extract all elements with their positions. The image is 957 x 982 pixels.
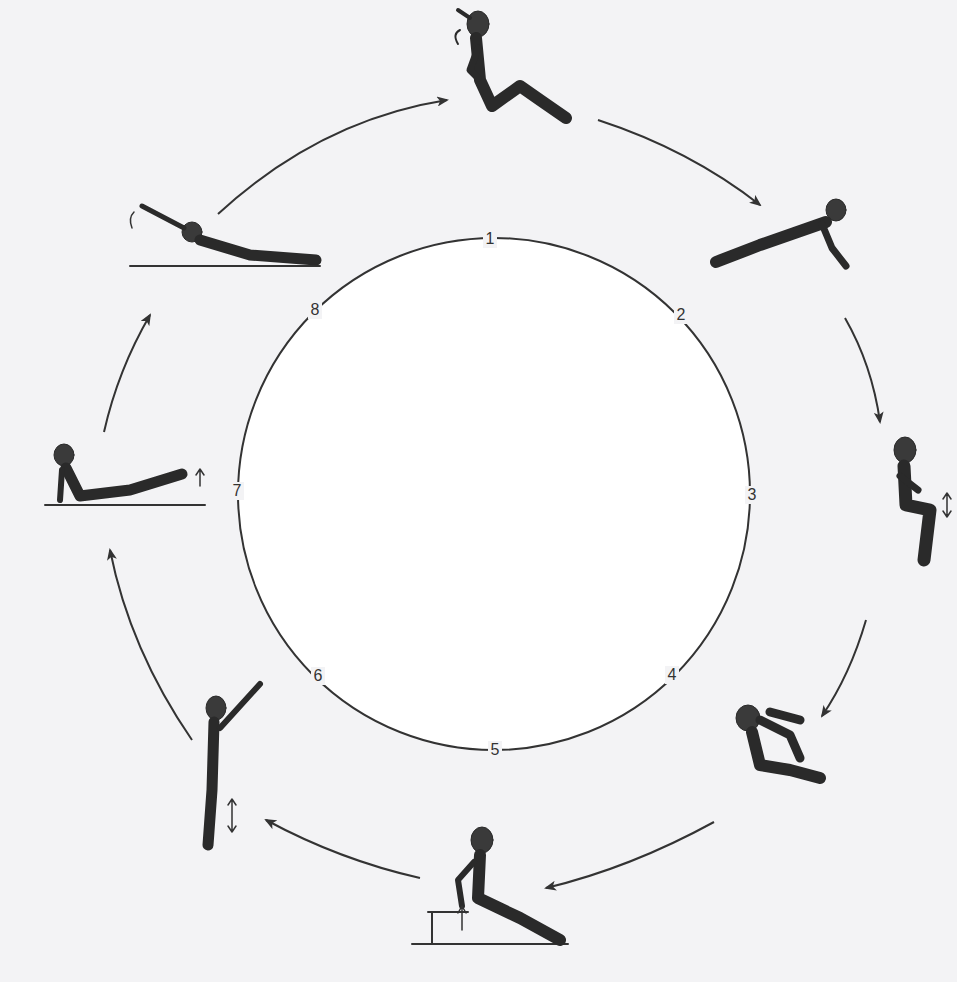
callout-number: 6 bbox=[311, 667, 326, 685]
exercise-figures bbox=[45, 10, 951, 944]
flow-arrows bbox=[104, 100, 880, 888]
callout-number: 5 bbox=[488, 741, 503, 759]
callout-number: 4 bbox=[665, 666, 680, 684]
circuit-ring bbox=[238, 238, 750, 750]
callout-number: 7 bbox=[230, 482, 245, 500]
callout-number: 2 bbox=[674, 306, 689, 324]
callout-number: 3 bbox=[745, 486, 760, 504]
callout-number: 8 bbox=[308, 301, 323, 319]
callout-number: 1 bbox=[483, 230, 498, 248]
